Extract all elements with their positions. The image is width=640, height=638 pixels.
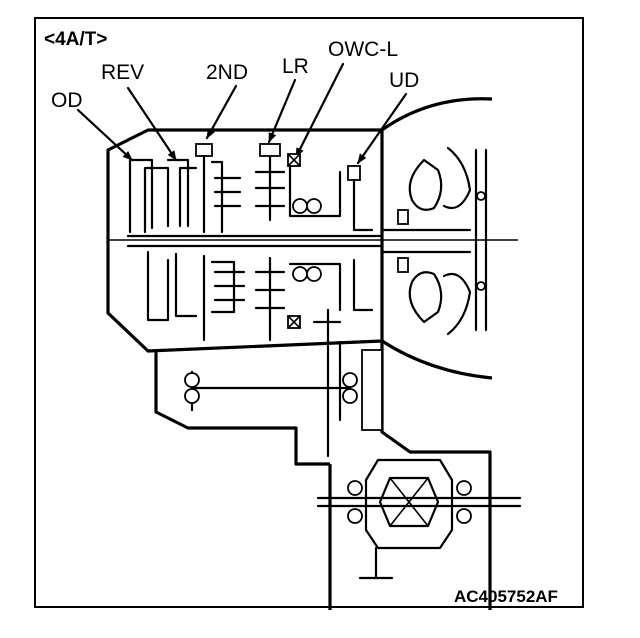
lower-planetary	[254, 256, 374, 458]
label-ud: UD	[389, 69, 419, 92]
diff-bearing-2	[347, 508, 363, 524]
lr-brake-upper	[259, 143, 281, 157]
arrow-od	[76, 108, 134, 162]
idler-bearing-2	[184, 388, 200, 404]
label-rev: REV	[101, 61, 144, 84]
carrier-lower	[288, 262, 342, 312]
owc-upper-x2	[287, 153, 301, 167]
second-brake-upper	[195, 143, 213, 157]
od-clutch-inner	[143, 166, 170, 234]
label-owc-l: OWC-L	[328, 38, 398, 61]
diff-pinion-2	[389, 477, 429, 527]
transfer-bearing-2	[342, 388, 358, 404]
upper-planetary	[254, 143, 374, 232]
impeller-upper	[408, 158, 443, 211]
transfer-bearing-1	[342, 372, 358, 388]
figure-title: <4A/T>	[44, 29, 107, 50]
diff-bearing-3	[456, 480, 472, 496]
stator-upper	[397, 209, 409, 225]
turbine-upper	[442, 146, 472, 210]
arrow-owc-l	[294, 62, 345, 159]
label-od: OD	[51, 89, 83, 112]
idler-bearing-1	[184, 372, 200, 388]
stator-lower	[397, 257, 409, 273]
lower-case-left	[154, 351, 330, 466]
pinion-lower-2	[306, 266, 322, 282]
lower-case-right	[380, 341, 492, 476]
differential	[316, 458, 522, 610]
figure-code: AC405752AF	[454, 587, 558, 606]
lockup-pivot-lower	[476, 281, 486, 291]
pinion-lower-1	[292, 266, 308, 282]
lockup-pivot-upper	[476, 191, 486, 201]
diff-bearing-1	[347, 480, 363, 496]
carrier-upper	[288, 164, 342, 218]
diff-housing	[364, 458, 454, 550]
pinion-upper-1	[292, 198, 308, 214]
upper-clutch-pack	[128, 143, 242, 234]
drive-gear	[361, 349, 383, 431]
od-clutch-upper	[128, 158, 154, 234]
torque-converter	[380, 146, 488, 336]
converter-housing-top	[381, 97, 493, 132]
turbine-lower	[442, 272, 472, 336]
converter-housing-bottom	[381, 339, 493, 380]
ud-clutch-upper	[347, 165, 361, 181]
transfer-section	[154, 340, 492, 476]
impeller-lower	[408, 271, 443, 324]
diff-bearing-4	[456, 508, 472, 524]
pinion-upper-2	[306, 198, 322, 214]
ud-hub-upper	[352, 178, 374, 232]
rev-clutch-upper	[166, 158, 190, 228]
rev-clutch-inner	[178, 166, 198, 228]
owc-lower-x2	[287, 315, 301, 329]
rev-clutch-lower	[174, 252, 198, 318]
label-2nd: 2ND	[206, 61, 248, 84]
figure-frame	[34, 17, 584, 608]
transmission-case	[106, 97, 518, 380]
od-clutch-lower	[146, 250, 170, 322]
lower-clutch-pack	[146, 250, 246, 342]
arrow-lr	[267, 78, 297, 144]
label-lr: LR	[282, 55, 309, 78]
ud-hub-lower	[352, 258, 374, 312]
second-hub-upper	[210, 160, 224, 234]
arrow-rev	[126, 86, 178, 162]
